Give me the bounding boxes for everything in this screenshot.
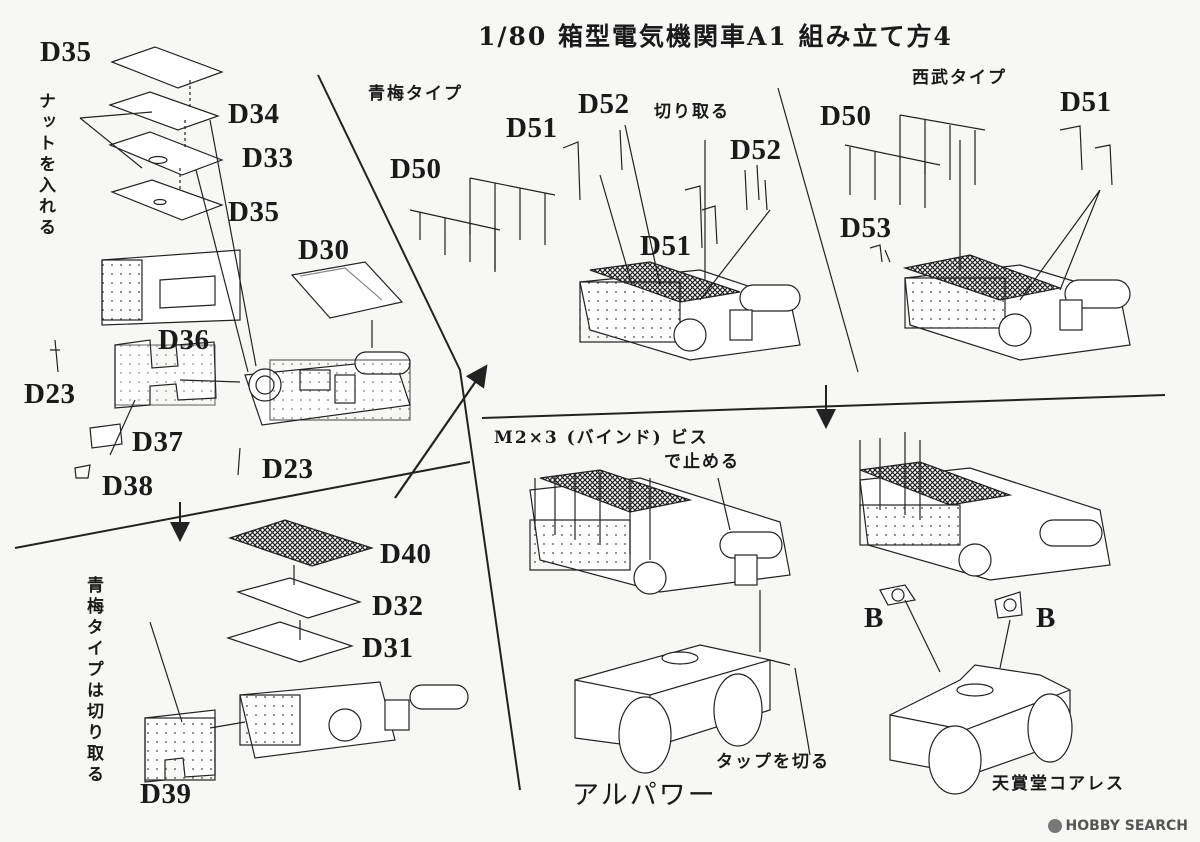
part-label-d34: D34 — [228, 98, 280, 130]
part-label-d38: D38 — [102, 470, 154, 502]
watermark: HOBBY SEARCH — [1047, 818, 1188, 834]
note-ome-type: 青梅タイプ — [368, 84, 463, 104]
part-label-d35-second: D35 — [228, 196, 280, 228]
part-label-d50-second: D50 — [820, 100, 872, 132]
part-label-d37: D37 — [132, 426, 184, 458]
part-label-d39: D39 — [140, 778, 192, 810]
part-label-d23-second: D23 — [262, 453, 314, 485]
part-label-d23: D23 — [24, 378, 76, 410]
part-label-d52: D52 — [578, 88, 630, 120]
part-label-d40: D40 — [380, 538, 432, 570]
note-seibu-type: 西武タイプ — [912, 68, 1007, 88]
part-label-b-second: B — [1036, 602, 1056, 634]
label-tenshodo-coreless: 天賞堂コアレス — [992, 774, 1125, 794]
part-label-d53: D53 — [840, 212, 892, 244]
part-label-b: B — [864, 602, 884, 634]
note-tap-cut: タップを切る — [716, 752, 830, 772]
hobby-search-logo-icon — [1047, 819, 1062, 833]
note-insert-nut: ナットを入れる — [35, 92, 55, 239]
part-label-d30: D30 — [298, 234, 350, 266]
note-cut-off: 切り取る — [654, 102, 730, 122]
part-label-d52-second: D52 — [730, 134, 782, 166]
watermark-text: HOBBY SEARCH — [1065, 818, 1188, 834]
part-label-d51: D51 — [506, 112, 558, 144]
note-screw-fix: で止める — [664, 452, 740, 472]
part-label-d51-second: D51 — [640, 230, 692, 262]
part-label-d35: D35 — [40, 36, 92, 68]
note-ome-cut: 青梅タイプは切り取る — [83, 576, 103, 786]
note-screw: M2×3 (バインド) ビス — [494, 428, 709, 448]
page-title: 1/80 箱型電気機関車A1 組み立て方4 — [478, 22, 953, 51]
part-label-d50: D50 — [390, 153, 442, 185]
label-alpower: アルパワー — [572, 780, 717, 811]
part-label-d33: D33 — [242, 142, 294, 174]
part-label-d36: D36 — [158, 324, 210, 356]
part-label-d51-third: D51 — [1060, 86, 1112, 118]
part-label-d31: D31 — [362, 632, 414, 664]
part-label-d32: D32 — [372, 590, 424, 622]
